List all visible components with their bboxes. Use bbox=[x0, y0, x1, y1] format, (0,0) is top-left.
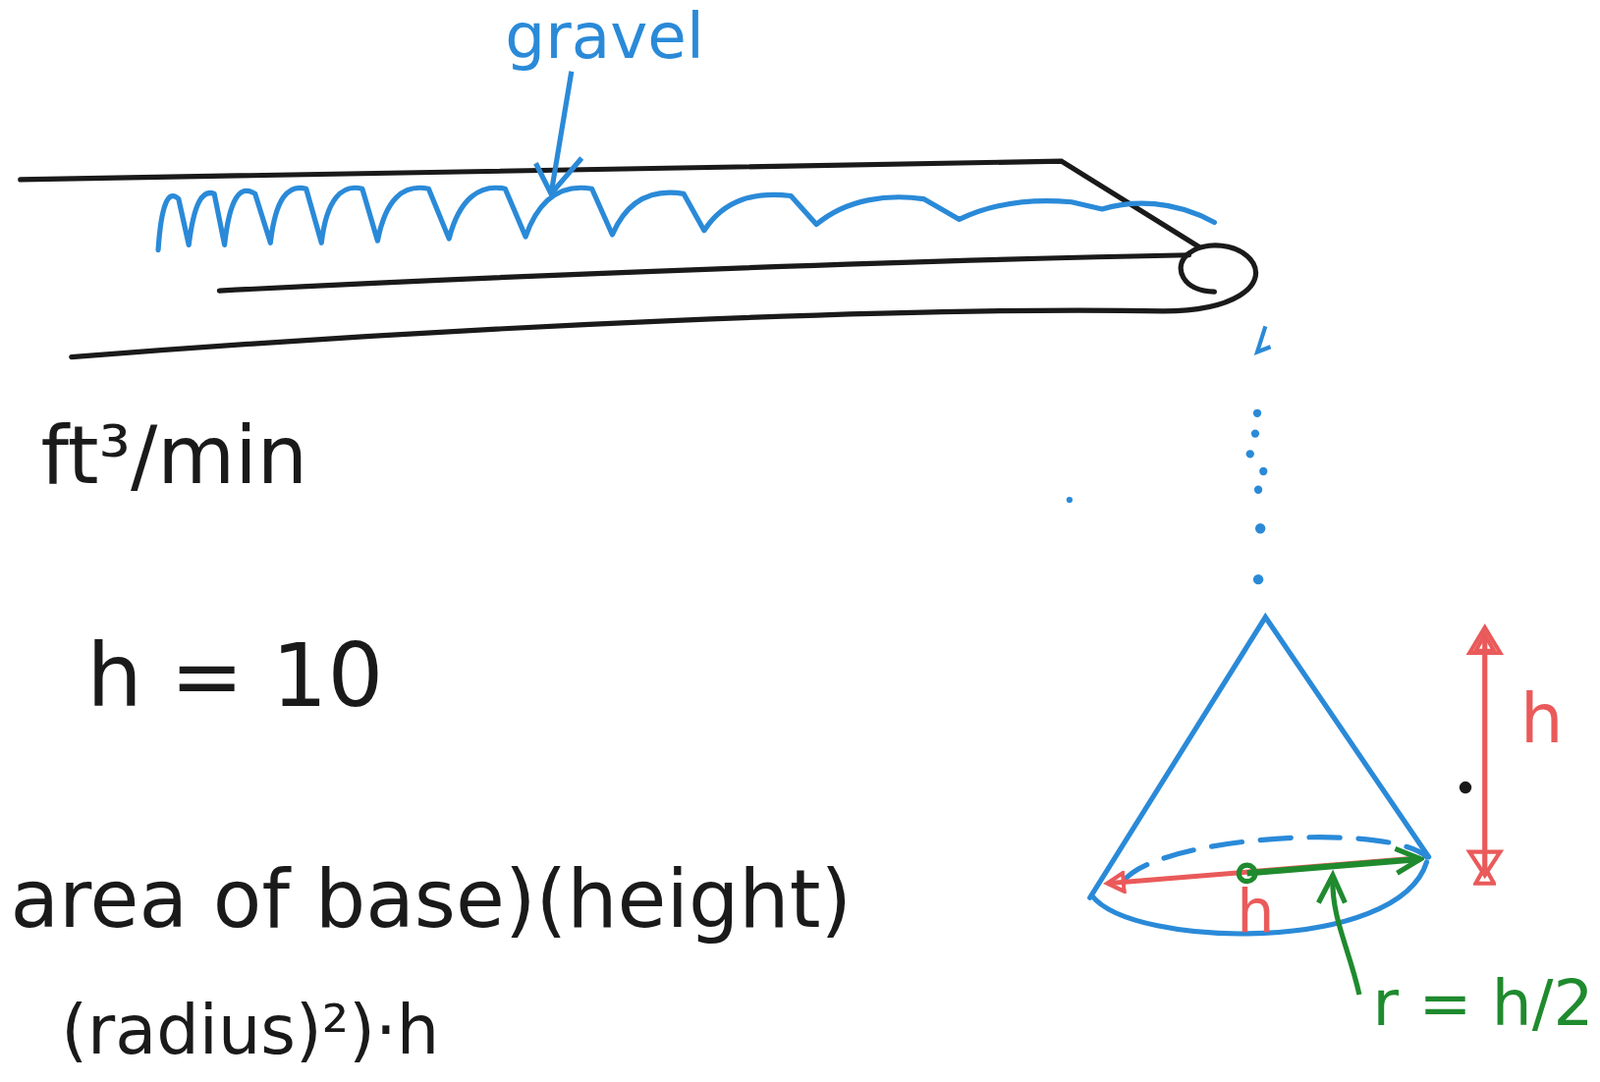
radius-label: r = h/2 bbox=[1372, 969, 1594, 1040]
diameter-label: h bbox=[1236, 880, 1274, 945]
unit-note: ft³/min bbox=[41, 413, 309, 501]
material-label: gravel bbox=[504, 1, 705, 72]
formula-note: (radius)²)·h bbox=[60, 994, 440, 1069]
height-arrow bbox=[1482, 634, 1488, 868]
falling-gravel bbox=[1066, 326, 1271, 585]
dot bbox=[1459, 781, 1472, 794]
conveyor-belt bbox=[20, 161, 1257, 357]
height-label: h bbox=[1520, 683, 1563, 758]
formula-note: area of base)(height) bbox=[9, 857, 852, 945]
arrow-head bbox=[1318, 875, 1345, 903]
arrow-head bbox=[1469, 627, 1500, 876]
leader-arrow bbox=[1332, 880, 1360, 995]
gravel-wave bbox=[158, 187, 1214, 250]
given-value: h = 10 bbox=[86, 627, 384, 724]
radius-arrow bbox=[1247, 859, 1422, 875]
arrow-head bbox=[535, 158, 582, 194]
